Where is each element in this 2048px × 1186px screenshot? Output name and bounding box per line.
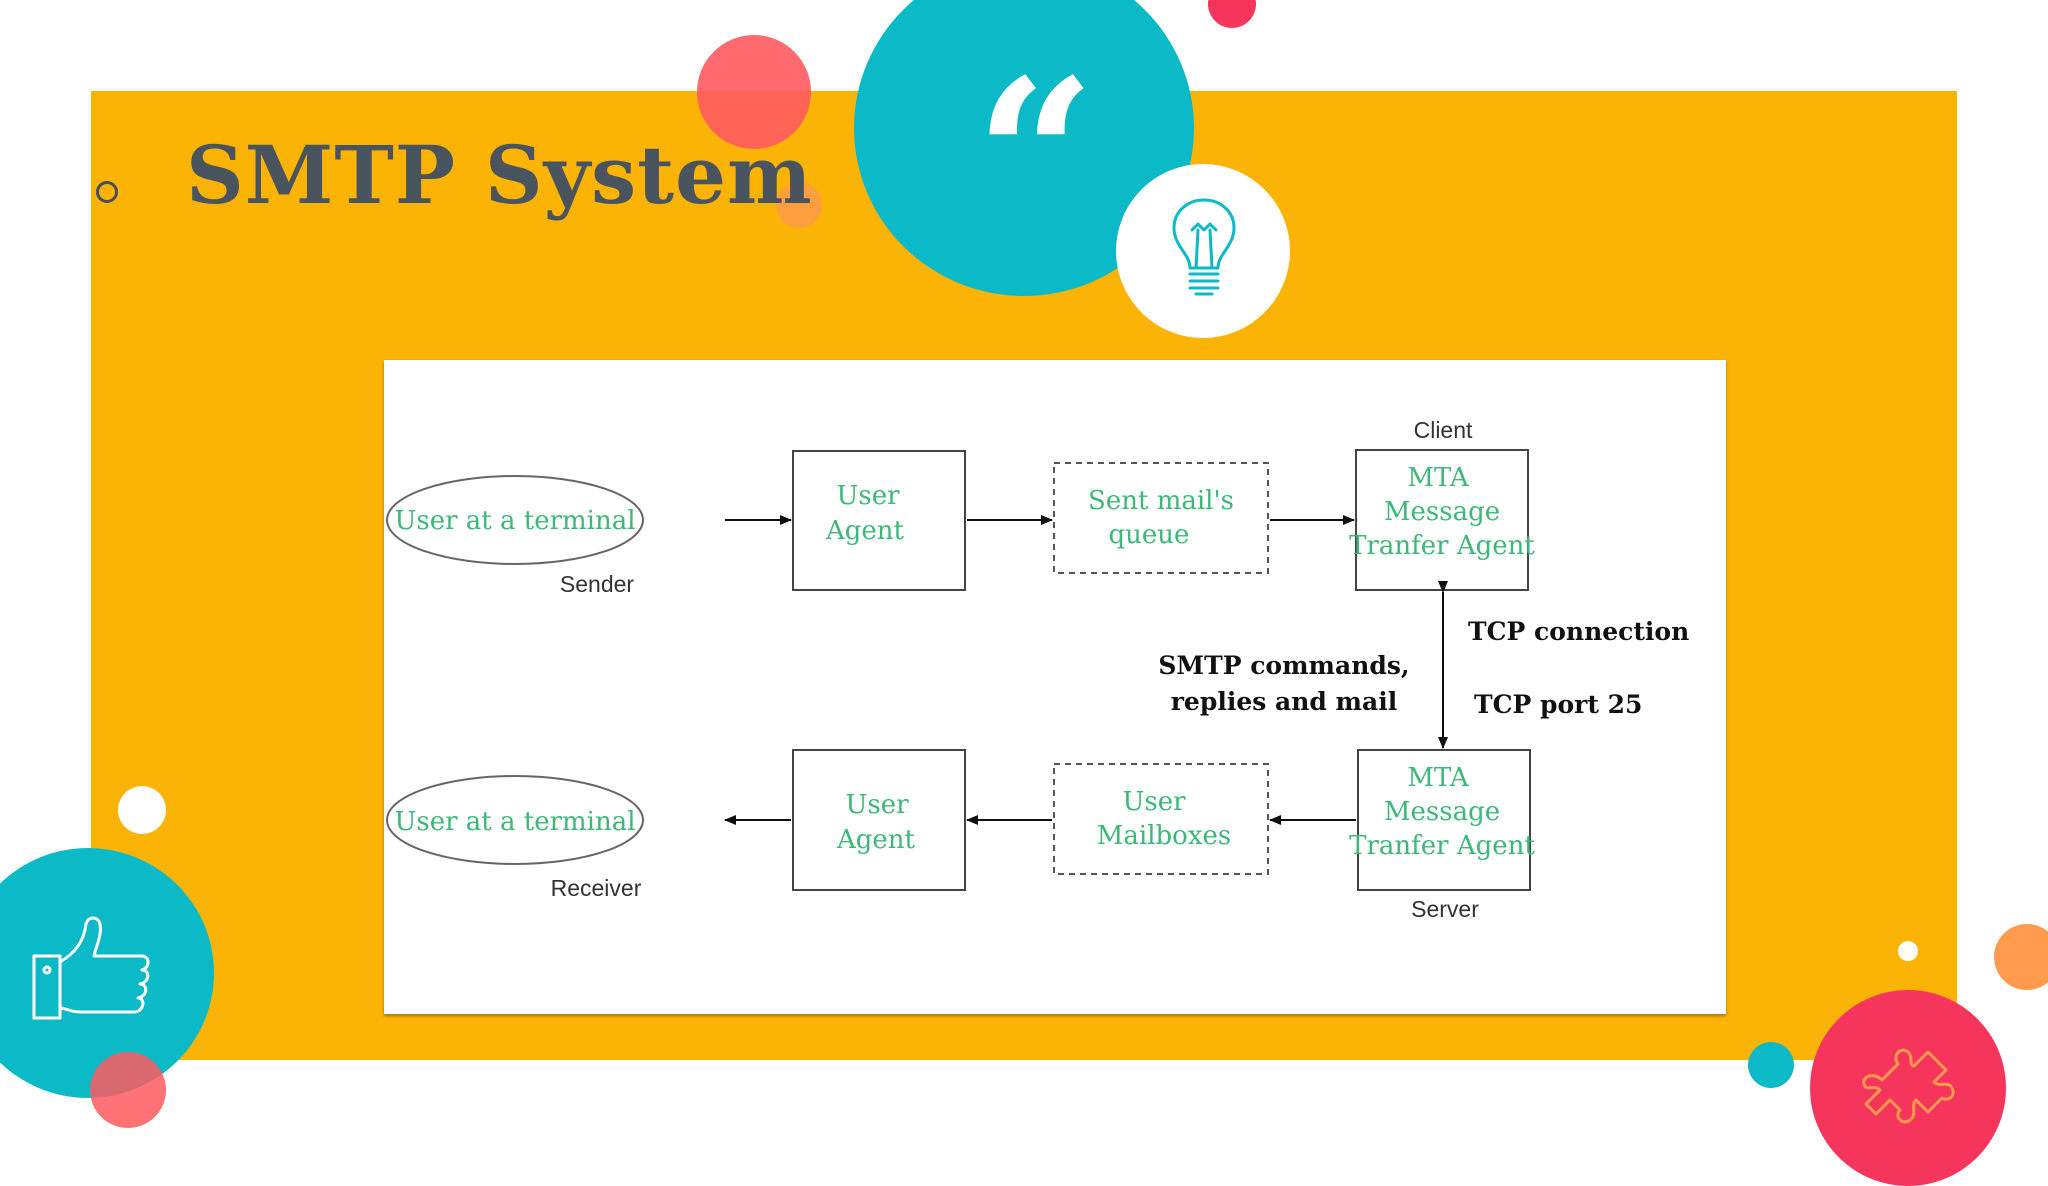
lightbulb-icon bbox=[1172, 198, 1236, 296]
receiver-terminal-node bbox=[386, 775, 644, 865]
server-caption: Server bbox=[1411, 896, 1479, 922]
smtp-label-line2: replies and mail bbox=[1171, 687, 1397, 716]
sender-user-agent-box bbox=[792, 450, 966, 591]
user-mailboxes-line1: User bbox=[1122, 787, 1186, 817]
sent-queue-line1: Sent mail's bbox=[1088, 486, 1234, 516]
sender-terminal-label: User at a terminal bbox=[394, 506, 635, 536]
sender-user-agent-line1: User bbox=[836, 481, 900, 511]
sender-terminal-node bbox=[386, 475, 644, 565]
decor-circle-coral-bottom bbox=[90, 1052, 166, 1128]
client-mta-line2: Message bbox=[1384, 497, 1500, 527]
decor-circle-orange-small bbox=[776, 182, 822, 228]
receiver-terminal-label: User at a terminal bbox=[394, 807, 635, 837]
page-title: SMTP System bbox=[186, 128, 813, 222]
sender-caption: Sender bbox=[560, 571, 635, 597]
decor-circle-pink-top bbox=[1208, 0, 1256, 28]
lightbulb-circle bbox=[1116, 164, 1290, 338]
tcp-port-label: TCP port 25 bbox=[1474, 690, 1642, 719]
client-caption: Client bbox=[1414, 417, 1473, 443]
server-mta-line2: Message bbox=[1384, 797, 1500, 827]
sender-user-agent-line2: Agent bbox=[825, 516, 905, 546]
server-mta-box bbox=[1357, 749, 1531, 891]
sent-queue-box bbox=[1053, 462, 1269, 574]
decor-circle-coral bbox=[697, 35, 811, 149]
server-mta-line1: MTA bbox=[1407, 763, 1470, 793]
receiver-caption: Receiver bbox=[551, 875, 642, 901]
user-mailboxes-box bbox=[1053, 763, 1269, 875]
smtp-diagram: User at a terminal Sender User Agent Sen… bbox=[384, 360, 1726, 1014]
puzzle-icon bbox=[1862, 1048, 1955, 1124]
decor-circle-teal-small bbox=[1748, 1042, 1794, 1088]
quote-icon: “ bbox=[975, 33, 1096, 280]
sent-queue-line2: queue bbox=[1109, 520, 1190, 550]
client-mta-line1: MTA bbox=[1407, 463, 1470, 493]
decor-circle-orange-right bbox=[1994, 924, 2048, 990]
client-mta-line3: Tranfer Agent bbox=[1349, 531, 1535, 561]
thumbs-up-icon bbox=[32, 916, 150, 1020]
title-bullet bbox=[96, 181, 118, 203]
user-mailboxes-line2: Mailboxes bbox=[1097, 821, 1231, 851]
thumbs-up-circle bbox=[0, 848, 214, 1098]
server-mta-line3: Tranfer Agent bbox=[1349, 831, 1535, 861]
decor-circle-white-small bbox=[118, 786, 166, 834]
receiver-user-agent-line2: Agent bbox=[836, 825, 916, 855]
tcp-connection-label: TCP connection bbox=[1468, 617, 1689, 646]
decor-circle-white-right bbox=[1898, 941, 1918, 961]
receiver-user-agent-line1: User bbox=[845, 790, 909, 820]
receiver-user-agent-box bbox=[792, 749, 966, 891]
smtp-label-line1: SMTP commands, bbox=[1158, 651, 1409, 680]
